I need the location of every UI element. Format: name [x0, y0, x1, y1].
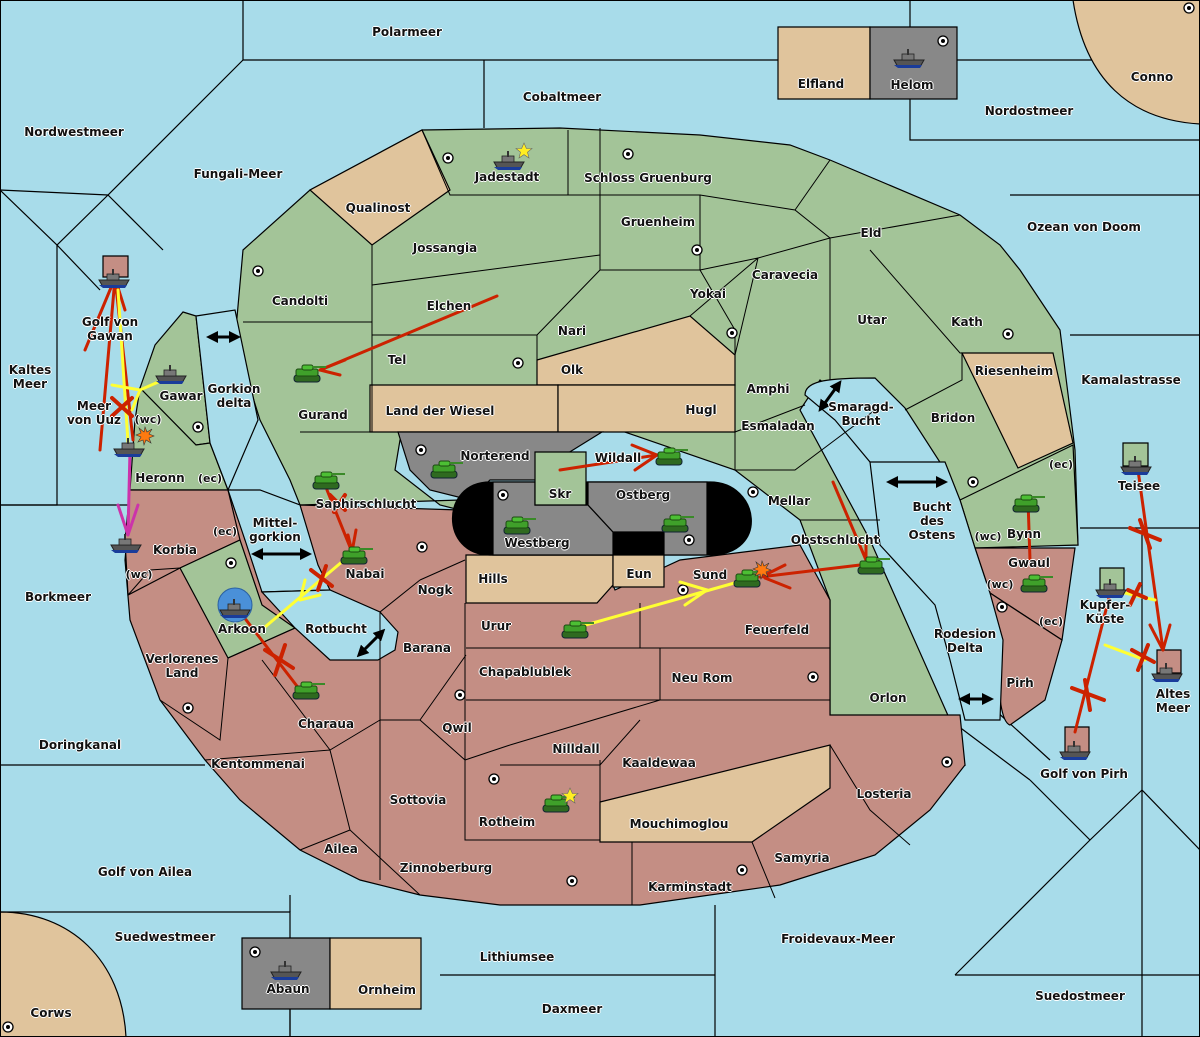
- failed-order-marks: [110, 396, 1162, 712]
- territory-norterend[interactable]: [397, 431, 605, 501]
- territory-altes-box: [1156, 649, 1182, 674]
- sea-gorkion-delta[interactable]: [195, 309, 259, 492]
- territory-ostberg[interactable]: [587, 481, 708, 556]
- territory-hugl[interactable]: [557, 384, 736, 433]
- territory-teisee-box: [1122, 442, 1149, 467]
- territory-skr[interactable]: [534, 451, 587, 506]
- move-orders: [83, 276, 1172, 734]
- territory-conno[interactable]: [1072, 0, 1200, 125]
- territory-qualinost[interactable]: [308, 129, 451, 246]
- territory-hills[interactable]: [465, 554, 614, 604]
- territory-ornheim[interactable]: [329, 937, 422, 1010]
- sea-bucht-des-ostens[interactable]: [869, 461, 1004, 721]
- support-orders: [110, 288, 1157, 662]
- territory-borders: [127, 128, 1053, 905]
- territory-corws[interactable]: [0, 911, 127, 1037]
- convoy-order: [116, 448, 140, 537]
- adjacency-arrows: [206, 331, 994, 705]
- territory-golf-von-gawan-box: [102, 255, 129, 278]
- territory-land-der-wiesel[interactable]: [369, 384, 559, 433]
- territory-elfland[interactable]: [777, 26, 871, 100]
- orders: [83, 276, 1172, 734]
